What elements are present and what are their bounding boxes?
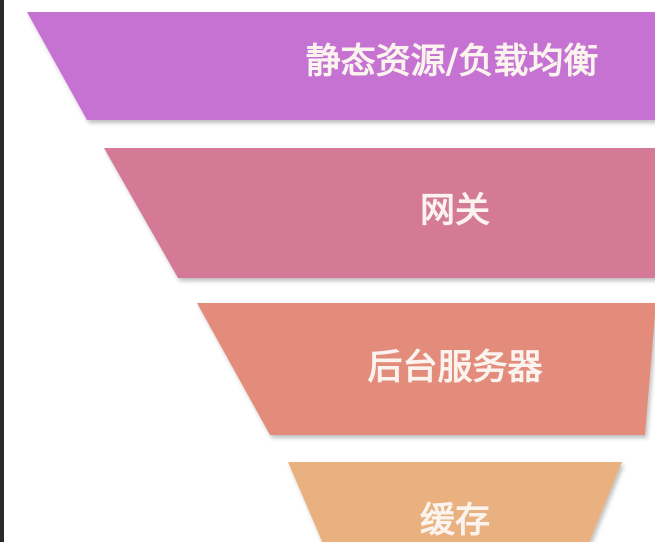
layer-label: 静态资源/负载均衡 [306,42,599,82]
layer-label: 网关 [420,191,490,231]
layer-label: 后台服务器 [367,348,543,388]
window-edge [0,0,4,542]
funnel-layer-static-resources [27,12,655,120]
funnel-layer-backend-server [197,303,655,435]
layer-label: 缓存 [420,501,490,541]
funnel-layer-gateway [104,148,655,278]
funnel-layer-cache [288,462,622,542]
